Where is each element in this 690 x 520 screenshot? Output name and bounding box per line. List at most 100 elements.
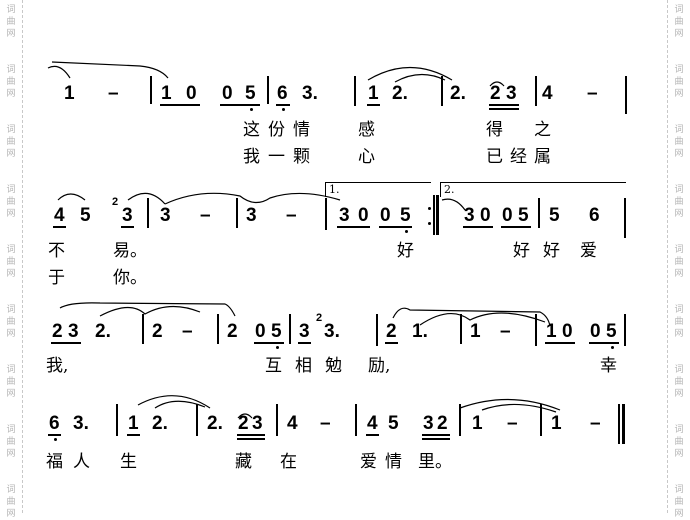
- lyric: 你。: [113, 268, 147, 288]
- lyric: 情: [293, 120, 310, 140]
- lyric: 心: [358, 147, 375, 167]
- lyric: 里。: [418, 452, 452, 472]
- note: 3: [299, 321, 310, 342]
- double-underline: [489, 108, 519, 110]
- lyric: 我,: [46, 356, 69, 376]
- barline: [538, 198, 540, 228]
- watermark-group: 词曲网: [6, 364, 15, 400]
- underline: [121, 226, 134, 228]
- lyric: 藏: [235, 452, 252, 472]
- watermark-char: 词: [674, 125, 684, 135]
- underline: [51, 342, 81, 344]
- final-barline-thin: [618, 404, 620, 444]
- barline: [150, 76, 152, 104]
- barline: [535, 314, 537, 346]
- watermark-char: 曲: [674, 197, 684, 207]
- watermark-char: 曲: [6, 77, 16, 87]
- dash: –: [507, 413, 518, 434]
- low-octave-dot: [276, 346, 279, 349]
- underline: [489, 104, 519, 106]
- repeat-dot: [428, 207, 431, 210]
- watermark-char: 曲: [6, 257, 16, 267]
- lyric: 爱: [360, 452, 377, 472]
- note: 3.: [324, 321, 340, 342]
- note: 4: [287, 413, 298, 434]
- watermark-char: 曲: [6, 497, 16, 507]
- lyric: 一: [268, 147, 285, 167]
- underline: [501, 226, 531, 228]
- volta-2: 2.: [440, 182, 626, 197]
- underline: [589, 342, 619, 344]
- note: 2.: [207, 413, 223, 434]
- watermark-left: 词曲网词曲网词曲网词曲网词曲网词曲网词曲网词曲网词曲网: [0, 0, 23, 519]
- note: 0: [358, 205, 369, 226]
- underline: [127, 434, 140, 436]
- watermark-group: 词曲网: [674, 124, 683, 160]
- watermark-char: 词: [674, 185, 684, 195]
- note: 3: [122, 205, 133, 226]
- lyric: 得: [486, 120, 503, 140]
- note: 6: [589, 205, 600, 226]
- note: 0: [255, 321, 266, 342]
- watermark-char: 网: [674, 329, 684, 339]
- watermark-char: 网: [674, 449, 684, 459]
- lyric: 福: [46, 452, 63, 472]
- grace-note: 2: [112, 196, 119, 208]
- underline: [545, 342, 575, 344]
- watermark-char: 词: [6, 485, 16, 495]
- lyric: 我: [243, 147, 260, 167]
- note: 5: [518, 205, 529, 226]
- lyric: 份: [268, 120, 285, 140]
- dash: –: [182, 321, 193, 342]
- note: 3.: [73, 413, 89, 434]
- watermark-char: 曲: [674, 137, 684, 147]
- note: 5: [271, 321, 282, 342]
- underline: [422, 434, 450, 436]
- watermark-char: 词: [6, 305, 16, 315]
- watermark-char: 词: [674, 65, 684, 75]
- watermark-group: 词曲网: [674, 4, 683, 40]
- lyric: 相: [295, 356, 312, 376]
- barline: [624, 198, 626, 238]
- note: 0: [480, 205, 491, 226]
- dash: –: [200, 205, 211, 226]
- watermark-char: 曲: [674, 257, 684, 267]
- note: 6: [49, 413, 60, 434]
- note: 4: [367, 413, 378, 434]
- lyric: 之: [534, 120, 551, 140]
- watermark-char: 曲: [674, 17, 684, 27]
- lyric: 于: [48, 268, 65, 288]
- watermark-char: 曲: [6, 377, 16, 387]
- repeat-end-barline: [436, 195, 439, 235]
- watermark-char: 网: [6, 329, 16, 339]
- watermark-group: 词曲网: [6, 304, 15, 340]
- double-underline: [422, 438, 450, 440]
- barline: [355, 404, 357, 436]
- underline: [53, 226, 66, 228]
- barline: [624, 314, 626, 346]
- note: 1: [128, 413, 139, 434]
- barline: [196, 404, 198, 436]
- barline: [276, 404, 278, 436]
- note: 0: [380, 205, 391, 226]
- lyric: 属: [534, 147, 551, 167]
- watermark-char: 词: [6, 425, 16, 435]
- note: 2: [386, 321, 397, 342]
- watermark-char: 曲: [674, 497, 684, 507]
- note: 1: [551, 413, 562, 434]
- watermark-char: 词: [6, 65, 16, 75]
- barline: [625, 76, 627, 114]
- watermark-char: 网: [6, 449, 16, 459]
- note: 3: [252, 413, 263, 434]
- watermark-group: 词曲网: [674, 424, 683, 460]
- note: 1: [368, 83, 379, 104]
- watermark-char: 网: [6, 29, 16, 39]
- watermark-char: 网: [6, 389, 16, 399]
- dash: –: [286, 205, 297, 226]
- barline: [460, 314, 462, 344]
- lyric: 好: [543, 241, 560, 261]
- lyric: 好: [397, 241, 414, 261]
- note: 0: [222, 83, 233, 104]
